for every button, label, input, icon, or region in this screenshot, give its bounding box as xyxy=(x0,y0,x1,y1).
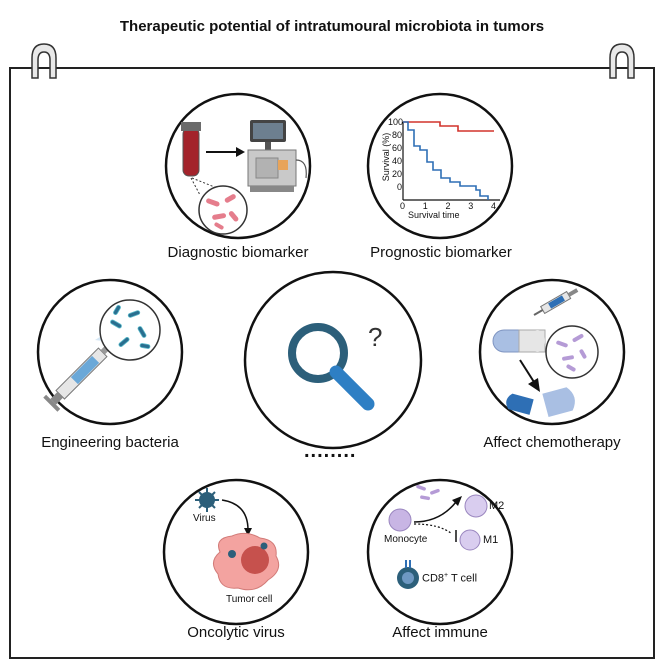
virus-icon xyxy=(195,488,219,512)
m2-macrophage-icon xyxy=(464,494,488,518)
y-tick-label: 100 xyxy=(388,117,404,127)
monocyte-icon xyxy=(388,508,412,532)
magnifier-icon xyxy=(288,323,348,383)
affect-chemotherapy-illustration xyxy=(478,278,626,426)
monocyte-label: Monocyte xyxy=(384,534,428,545)
x-tick-label: 1 xyxy=(422,201,428,211)
oncolytic-virus-label: Oncolytic virus xyxy=(187,624,285,641)
survival-y-axis-label: Survival (%) xyxy=(381,132,391,182)
bacteria-icon xyxy=(556,334,587,372)
y-tick-label: 20 xyxy=(391,169,402,179)
cd8-t-cell-label: CD8+ T cell xyxy=(422,572,477,585)
sequencer-machine-icon xyxy=(247,120,307,192)
capsule-icon xyxy=(492,329,546,353)
arrow-icon xyxy=(236,147,245,157)
y-tick-label: 40 xyxy=(391,156,402,166)
y-tick-label: 60 xyxy=(391,143,402,153)
outer-frame xyxy=(9,67,655,659)
engineering-bacteria-illustration xyxy=(36,278,184,426)
x-tick-label: 3 xyxy=(468,201,474,211)
prognostic-biomarker-label: Prognostic biomarker xyxy=(370,244,512,261)
center-magnifier-illustration xyxy=(243,270,423,450)
survival-y-tick-labels: 100 80 60 40 20 0 xyxy=(388,116,404,206)
arrow-icon xyxy=(528,378,540,392)
survival-plot xyxy=(402,121,500,201)
m1-label: M1 xyxy=(483,534,499,546)
arrow-icon xyxy=(244,528,252,536)
t-cell-text: T cell xyxy=(448,572,478,585)
x-tick-label: 2 xyxy=(445,201,451,211)
engineering-bacteria-label: Engineering bacteria xyxy=(41,434,179,451)
virus-label: Virus xyxy=(193,513,216,524)
bacteria-icon xyxy=(206,194,239,230)
survival-curve-blue xyxy=(403,121,489,200)
prognostic-biomarker-illustration xyxy=(366,92,514,240)
x-tick-label: 0 xyxy=(400,201,406,211)
syringe-icon xyxy=(533,288,579,316)
y-tick-label: 80 xyxy=(391,130,402,140)
affect-immune-illustration xyxy=(366,478,514,626)
affect-immune-label: Affect immune xyxy=(392,624,488,641)
cd8-superscript: + xyxy=(444,572,449,579)
cd8-text: CD8 xyxy=(422,572,445,585)
diagnostic-biomarker-illustration xyxy=(164,92,312,240)
m2-label: M2 xyxy=(489,500,505,512)
engineered-bacteria-icon xyxy=(110,305,151,349)
figure-title: Therapeutic potential of intratumoural m… xyxy=(119,18,545,35)
arrow-icon xyxy=(452,496,462,506)
y-tick-label: 0 xyxy=(396,182,402,192)
survival-x-axis-label: Survival time xyxy=(408,210,460,220)
right-hanger-icon xyxy=(609,43,635,79)
blood-tube-icon xyxy=(182,127,200,177)
affect-chemotherapy-label: Affect chemotherapy xyxy=(483,434,621,451)
survival-x-tick-labels: 0 1 2 3 4 xyxy=(400,201,496,211)
oncolytic-virus-illustration xyxy=(162,478,310,626)
survival-curve-red xyxy=(403,121,494,132)
tumor-cell-label: Tumor cell xyxy=(226,594,273,605)
x-tick-label: 4 xyxy=(490,201,496,211)
question-mark: ? xyxy=(368,322,383,352)
m1-macrophage-icon xyxy=(459,529,481,551)
left-hanger-icon xyxy=(31,43,57,79)
t-cell-icon xyxy=(397,560,419,589)
diagnostic-biomarker-label: Diagnostic biomarker xyxy=(167,244,309,261)
ellipsis: ........ xyxy=(304,440,357,462)
